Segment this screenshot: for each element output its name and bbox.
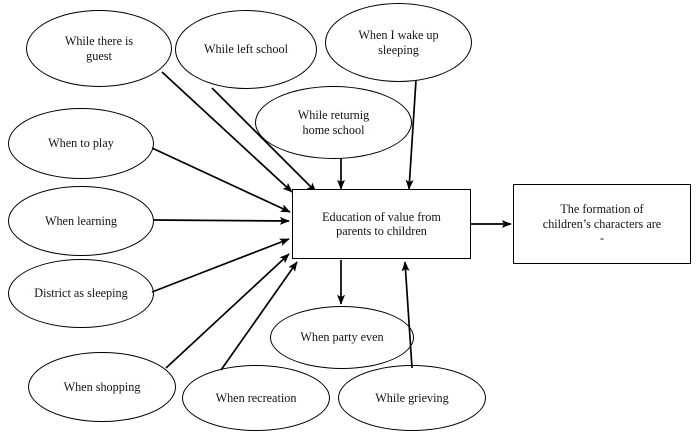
node-label: While left school	[204, 42, 288, 57]
node-when-learning[interactable]: When learning	[8, 186, 154, 256]
edge-recreation-to-center	[220, 261, 298, 371]
node-while-grieving[interactable]: While grieving	[338, 365, 486, 431]
edge-learning-to-center	[152, 216, 290, 225]
node-while-left-school[interactable]: While left school	[175, 10, 317, 89]
node-when-recreation[interactable]: When recreation	[182, 365, 330, 431]
edge-district-to-center	[151, 238, 290, 293]
node-label: When recreation	[215, 390, 297, 405]
node-label: When party even	[300, 330, 384, 345]
node-when-party-even[interactable]: When party even	[270, 306, 414, 369]
node-label: When learning	[44, 213, 118, 228]
edge-shopping-to-center	[165, 253, 290, 369]
edge-guest-to-center	[161, 71, 293, 193]
node-label: District as sleeping	[34, 286, 128, 301]
edge-grieving-to-center	[401, 261, 413, 369]
node-when-to-play[interactable]: When to play	[8, 108, 154, 179]
node-district-as-sleeping[interactable]: District as sleeping	[8, 259, 154, 328]
node-label: When shopping	[63, 379, 141, 394]
node-label: While grieving	[375, 390, 449, 405]
edge-wake-up-to-center	[405, 79, 417, 190]
node-when-shopping[interactable]: When shopping	[28, 352, 176, 422]
edge-to-play-to-center	[151, 147, 291, 213]
node-label: When to play	[48, 136, 114, 151]
